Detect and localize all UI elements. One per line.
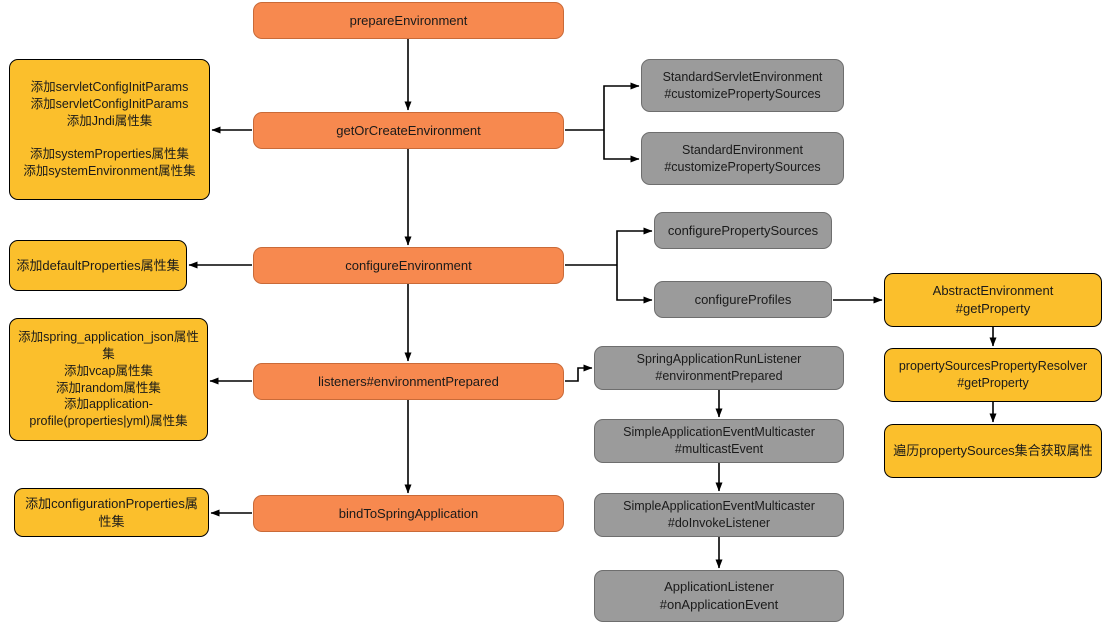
- node-configureEnvironment[interactable]: configureEnvironment: [253, 247, 564, 284]
- node-bindToSpringApplication[interactable]: bindToSpringApplication: [253, 495, 564, 532]
- connector-branch-to-standard: [603, 130, 640, 163]
- node-getOrCreateEnvironment[interactable]: getOrCreateEnvironment: [253, 112, 564, 149]
- node-propertySourcesPropertyResolver[interactable]: propertySourcesPropertyResolver #getProp…: [884, 348, 1102, 402]
- node-abstractEnvironmentGetProperty[interactable]: AbstractEnvironment #getProperty: [884, 273, 1102, 327]
- connector-listeners-to-runListener: [565, 364, 593, 382]
- connector-branch-to-standardServlet: [603, 82, 640, 130]
- node-prepareEnvironment[interactable]: prepareEnvironment: [253, 2, 564, 39]
- node-addSpringApplicationJson[interactable]: 添加spring_application_json属性集 添加vcap属性集 添…: [9, 318, 208, 441]
- node-addConfigurationProperties[interactable]: 添加configurationProperties属性集: [14, 488, 209, 537]
- node-addServletConfigInitParams[interactable]: 添加servletConfigInitParams 添加servletConfi…: [9, 59, 210, 200]
- node-springApplicationRunListener[interactable]: SpringApplicationRunListener #environmen…: [594, 346, 844, 390]
- node-standardEnvironment[interactable]: StandardEnvironment #customizePropertySo…: [641, 132, 844, 185]
- node-standardServletEnvironment[interactable]: StandardServletEnvironment #customizePro…: [641, 59, 844, 112]
- node-listenersEnvironmentPrepared[interactable]: listeners#environmentPrepared: [253, 363, 564, 400]
- node-configureProfiles[interactable]: configureProfiles: [654, 281, 832, 318]
- node-configurePropertySources[interactable]: configurePropertySources: [654, 212, 832, 249]
- node-applicationListenerOnApplicationEvent[interactable]: ApplicationListener #onApplicationEvent: [594, 570, 844, 622]
- connector-branch2-to-configureProfiles: [616, 265, 653, 304]
- node-addDefaultProperties[interactable]: 添加defaultProperties属性集: [9, 240, 187, 291]
- node-simpleApplicationEventMulticasterDoInvokeListener[interactable]: SimpleApplicationEventMulticaster #doInv…: [594, 493, 844, 537]
- node-simpleApplicationEventMulticasterMulticastEvent[interactable]: SimpleApplicationEventMulticaster #multi…: [594, 419, 844, 463]
- node-iteratePropertySources[interactable]: 遍历propertySources集合获取属性: [884, 424, 1102, 478]
- connector-branch2-to-configurePropertySources: [616, 227, 653, 265]
